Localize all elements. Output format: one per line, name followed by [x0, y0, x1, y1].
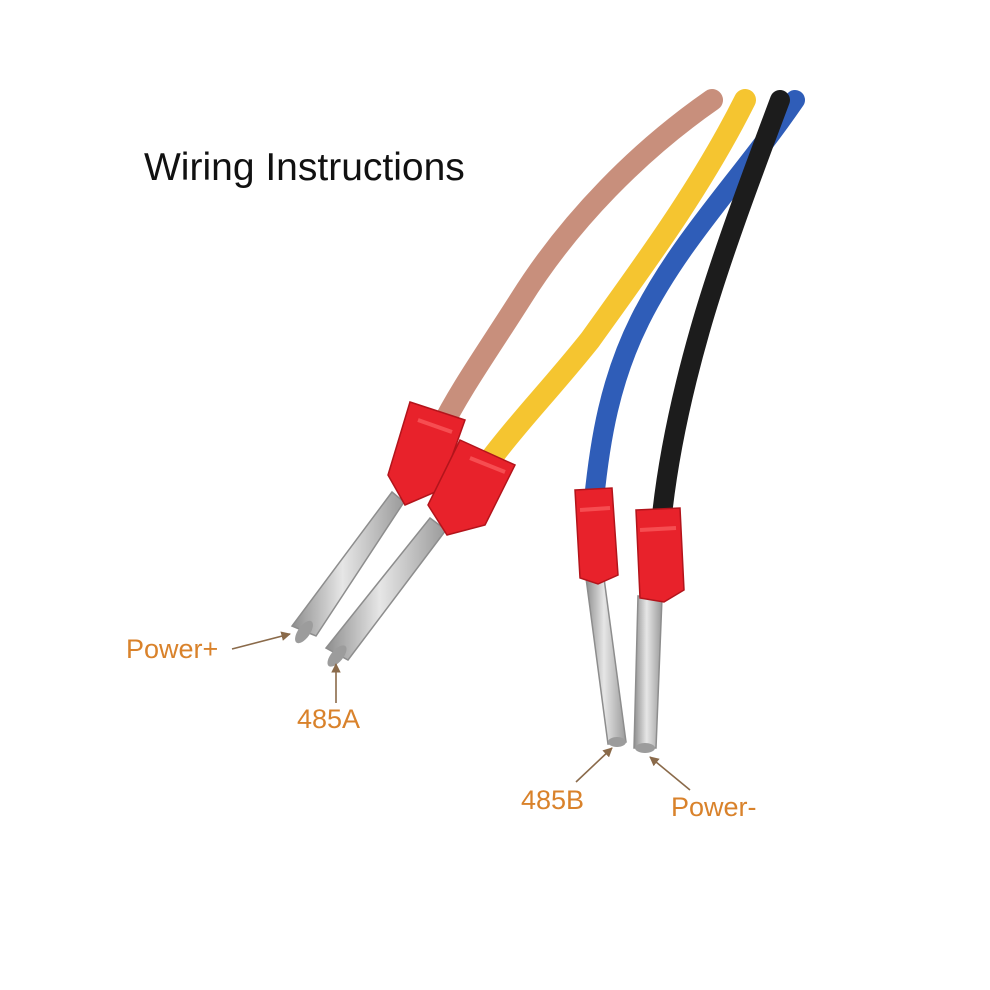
- arrow-power-plus: [231, 631, 291, 650]
- label-485a: 485A: [297, 704, 361, 734]
- arrow-power-minus: [649, 756, 691, 791]
- ferrule-485a: [324, 439, 517, 667]
- ferrule-power-minus: [633, 507, 685, 753]
- pin-power-minus: [633, 595, 663, 749]
- label-power-minus: Power-: [671, 792, 757, 822]
- pin-power-plus: [290, 490, 405, 637]
- ferrule-power-plus: [290, 401, 466, 644]
- label-485b: 485B: [521, 785, 585, 815]
- label-power-plus: Power+: [126, 634, 219, 664]
- arrow-485b: [575, 747, 613, 783]
- diagram-title: Wiring Instructions: [144, 146, 465, 189]
- wire-black: [652, 90, 790, 525]
- wire-brown: [429, 89, 723, 441]
- wire-yellow: [479, 89, 756, 471]
- ferrule-485b: [574, 487, 627, 747]
- pin-485b: [585, 577, 627, 745]
